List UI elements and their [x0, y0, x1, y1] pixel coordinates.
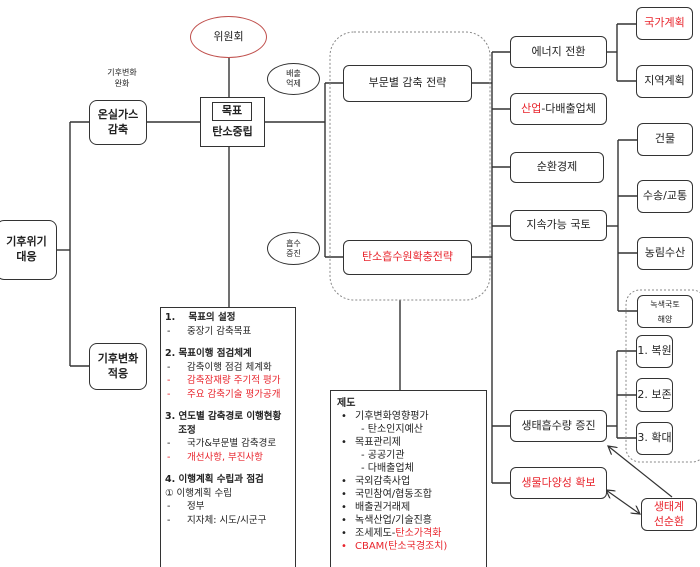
- industry-node: 산업-다배출업체: [510, 93, 607, 125]
- institution-item: 목표관리제: [337, 436, 480, 449]
- regional-plan-node: 지역계획: [636, 65, 693, 98]
- plan-item: 중장기 감축목표: [165, 325, 291, 339]
- plan-item: 정부: [165, 500, 291, 514]
- expand-node: 3. 확대: [636, 422, 673, 455]
- committee-label: 위원회: [213, 30, 244, 44]
- energy-transition-node: 에너지 전환: [510, 36, 607, 68]
- institution-item: 녹색산업/기술진흥: [337, 514, 480, 527]
- ghg-reduction-node: 온실가스 감축: [89, 100, 147, 145]
- national-plan-node: 국가계획: [636, 7, 693, 40]
- carbon-neutral-goal-node: 목표 탄소중립: [200, 97, 265, 147]
- institution-item: 국민참여/협동조합: [337, 488, 480, 501]
- industry-emitters-label: -다배출업체: [541, 101, 596, 115]
- green-land-label: 녹색국토: [650, 299, 680, 309]
- institution-item: 배출권거래제: [337, 501, 480, 514]
- transport-node: 수송/교통: [637, 180, 693, 213]
- plan-item-highlight: 감축잠재량 주기적 평가: [165, 374, 291, 388]
- preserve-node: 2. 보존: [636, 378, 673, 412]
- institution-subitem: - 다배출업체: [361, 463, 414, 474]
- mitigation-label: 기후변화 완화: [107, 68, 137, 88]
- institutions-title: 제도: [337, 398, 356, 409]
- institution-subitem: - 탄소인지예산: [361, 424, 423, 435]
- institution-item: 기후변화영향평가: [337, 410, 480, 423]
- sector-strategy-node: 부문별 감축 전략: [343, 65, 472, 102]
- plan-heading-3: 3. 연도별 감축경로 이행현황 조정: [165, 411, 282, 436]
- eco-cycle-node: 생태계 선순환: [641, 498, 697, 531]
- eco-absorption-node: 생태흡수량 증진: [510, 410, 607, 442]
- plan-item: 국가&부문별 감축경로: [165, 437, 291, 451]
- goal-title: 탄소중립: [212, 125, 253, 139]
- plan-item-highlight: 주요 감축기술 평가공개: [165, 388, 291, 402]
- institution-subitem: - 공공기관: [361, 450, 405, 461]
- institution-item-cbam: CBAM(탄소국경조치): [337, 540, 480, 553]
- industry-label: 산업: [521, 101, 542, 115]
- absorption-promotion-node: 흡수 증진: [267, 232, 320, 265]
- ocean-label: 해양: [657, 314, 673, 324]
- plan-item: 감축이행 점검 체계화: [165, 361, 291, 375]
- committee-node: 위원회: [190, 16, 267, 58]
- biodiversity-node: 생물다양성 확보: [510, 467, 607, 499]
- emission-control-node: 배출 억제: [267, 63, 320, 95]
- plan-item-highlight: 개선사항, 부진사항: [165, 451, 291, 465]
- goal-tag: 목표: [212, 102, 252, 121]
- agriculture-node: 농림수산: [637, 237, 693, 270]
- institution-item: 국외감축사업: [337, 475, 480, 488]
- plan-heading-2: 2. 목표이행 점검체계: [165, 348, 252, 359]
- plan-heading-4: 4. 이행계획 수립과 점검: [165, 474, 264, 485]
- plan-subheading: ① 이행계획 수립: [165, 487, 232, 499]
- restore-node: 1. 복원: [636, 335, 673, 368]
- climate-crisis-node: 기후위기 대응: [0, 220, 57, 280]
- institutions-list: 제도 기후변화영향평가 - 탄소인지예산 목표관리제 - 공공기관 - 다배출업…: [330, 390, 487, 567]
- tax-label: 조세제도-: [355, 528, 396, 539]
- plan-item: 지자체: 시도/시군구: [165, 514, 291, 528]
- building-node: 건물: [637, 123, 693, 156]
- sink-strategy-node: 탄소흡수원확충전략: [343, 240, 472, 275]
- plan-heading-1: 1. 목표의 설정: [165, 312, 236, 323]
- institution-item-tax: 조세제도-탄소가격화: [337, 527, 480, 540]
- implementation-plan-list: 1. 목표의 설정 중장기 감축목표 2. 목표이행 점검체계 감축이행 점검 …: [160, 307, 296, 567]
- adaptation-node: 기후변화 적응: [89, 343, 147, 390]
- carbon-pricing-label: 탄소가격화: [395, 528, 442, 539]
- circular-economy-node: 순환경제: [510, 152, 604, 183]
- sustainable-land-node: 지속가능 국토: [510, 210, 607, 241]
